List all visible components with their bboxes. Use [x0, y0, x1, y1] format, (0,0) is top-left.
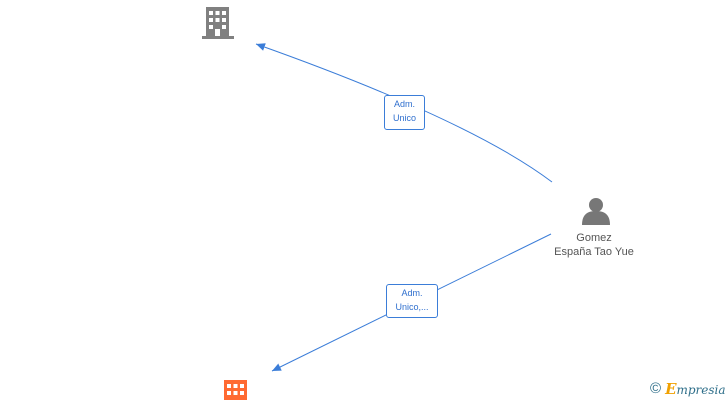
edge-label-line1: Adm.	[401, 288, 423, 298]
brand-initial: E	[665, 380, 677, 398]
person-name[interactable]: Gomez España Tao Yue	[540, 231, 648, 259]
copyright-symbol: ©	[650, 380, 662, 397]
brand-watermark: © Empresia	[650, 379, 726, 399]
person-name-line2: España Tao Yue	[554, 246, 634, 258]
edge-label-adm-unico-more[interactable]: Adm. Unico,...	[386, 284, 438, 318]
building-icon[interactable]	[202, 7, 234, 39]
person-name-line1: Gomez	[576, 232, 612, 244]
edge-label-line2: Unico	[392, 113, 416, 123]
edge-label-line1: Adm.	[393, 99, 415, 109]
edge-label-line2: Unico,...	[395, 302, 429, 312]
person-icon[interactable]	[582, 198, 610, 225]
building-icon[interactable]	[224, 380, 247, 400]
brand-logo: Empresia	[665, 380, 726, 398]
edge-person-to-company-top	[255, 43, 553, 183]
brand-rest: mpresia	[676, 383, 726, 397]
edge-label-adm-unico[interactable]: Adm. Unico	[384, 95, 425, 130]
